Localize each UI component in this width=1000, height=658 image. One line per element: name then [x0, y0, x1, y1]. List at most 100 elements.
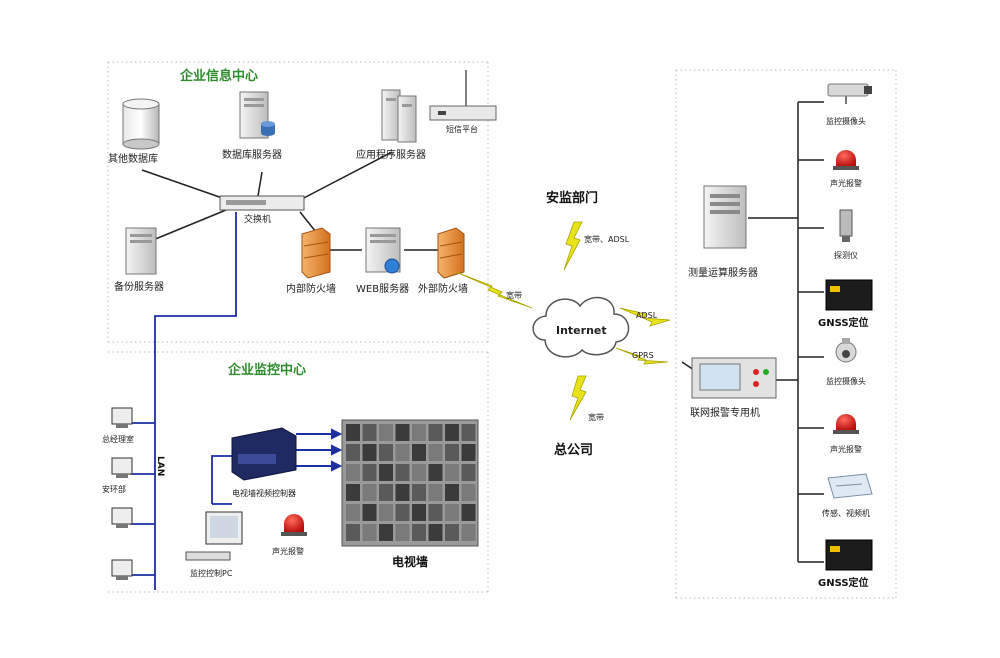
tv-screen [395, 524, 410, 541]
tv-screen [461, 424, 476, 441]
switch-icon [219, 195, 305, 211]
tv-screen [362, 504, 377, 521]
sms-platform-icon [429, 70, 497, 121]
tv-screen [412, 524, 426, 541]
tv-screen [362, 444, 377, 461]
tv-screen [428, 504, 443, 521]
tv-screen [412, 504, 426, 521]
app-server-label: 应用程序服务器 [356, 148, 426, 161]
client-2-label: 安环部 [102, 484, 126, 494]
tv-screen [445, 444, 459, 461]
monitor-center-title: 企业监控中心 [227, 362, 306, 378]
monitor-pc-icon [185, 511, 243, 561]
tv-screen [346, 464, 360, 481]
tv-screen [428, 484, 443, 501]
field-device-label: GNSS定位 [818, 316, 869, 329]
field-device-label: 监控摄像头 [826, 116, 866, 126]
client-1-label: 总经理室 [102, 434, 134, 444]
dome-camera-icon [835, 338, 857, 363]
alarm-pc-icon [691, 357, 777, 399]
tv-screen [395, 424, 410, 441]
lan-bus [130, 212, 237, 590]
database-cylinder-icon [122, 98, 160, 150]
client-pc-icon [111, 507, 133, 528]
tv-screen [428, 524, 443, 541]
tv-screen [362, 424, 377, 441]
siren-icon [281, 514, 307, 536]
tv-screen [379, 504, 393, 521]
internet-label: Internet [556, 324, 607, 337]
client-pc-icon [111, 407, 133, 428]
tv-screen [395, 464, 410, 481]
tv-screen [412, 464, 426, 481]
lightning-links [455, 221, 671, 421]
db-server-label: 数据库服务器 [222, 148, 282, 161]
field-device-label: 探测仪 [834, 250, 858, 260]
detector-icon [839, 209, 853, 242]
tv-screen [428, 464, 443, 481]
tv-screen [395, 444, 410, 461]
tv-screen [445, 504, 459, 521]
link-adsl: ADSL [636, 311, 658, 320]
tv-screen [445, 464, 459, 481]
tv-screen [445, 424, 459, 441]
app-server-icon [381, 89, 417, 143]
safety-dept-label: 安监部门 [546, 190, 598, 206]
link-broadband-1: 宽带 [506, 290, 522, 300]
tv-screen [362, 464, 377, 481]
tv-screen [379, 524, 393, 541]
tv-wall-label: 电视墙 [392, 554, 428, 569]
tv-screen [346, 424, 360, 441]
tv-screen [428, 444, 443, 461]
monitor-pc-label: 监控控制PC [190, 568, 233, 578]
tv-screen [461, 504, 476, 521]
tv-wall-icon [341, 419, 479, 547]
link-broadband-adsl: 宽带、ADSL [584, 234, 630, 244]
cctv-camera-icon [827, 83, 872, 104]
tv-screen [412, 484, 426, 501]
field-device-label: 传感、视频机 [822, 508, 870, 518]
tv-controller-icon [231, 427, 297, 481]
tv-screen [395, 484, 410, 501]
tv-screen [346, 444, 360, 461]
tv-screen [362, 484, 377, 501]
tv-screen [379, 444, 393, 461]
other-db-label: 其他数据库 [108, 152, 158, 165]
region-borders [107, 61, 897, 599]
tv-screen [461, 444, 476, 461]
sound-light-alarm-label: 声光报警 [272, 546, 304, 556]
tv-screen [461, 484, 476, 501]
field-device-label: GNSS定位 [818, 576, 869, 589]
backup-server-label: 备份服务器 [114, 280, 164, 293]
client-pc-icon [111, 559, 133, 580]
outer-firewall-icon [437, 227, 465, 279]
lan-label: LAN [155, 456, 165, 476]
sensor-icon [827, 473, 873, 499]
tv-screen [412, 444, 426, 461]
tv-screen [346, 524, 360, 541]
info-center-title: 企业信息中心 [179, 68, 258, 84]
tv-screen [412, 424, 426, 441]
client-pc-icon [111, 457, 133, 478]
web-server-label: WEB服务器 [356, 282, 409, 295]
measure-server-icon [703, 185, 747, 249]
outer-firewall-label: 外部防火墙 [418, 282, 468, 295]
sms-platform-label: 短信平台 [446, 124, 478, 134]
tv-screen [379, 424, 393, 441]
head-office-label: 总公司 [554, 442, 593, 458]
tv-screen [362, 524, 377, 541]
tv-screen [346, 504, 360, 521]
siren-icon [833, 150, 859, 170]
inner-firewall-label: 内部防火墙 [286, 282, 336, 295]
tv-controller-label: 电视墙视频控制器 [232, 488, 296, 498]
field-device-label: 声光报警 [830, 178, 862, 188]
switch-label: 交换机 [244, 213, 271, 225]
link-broadband-2: 宽带 [588, 412, 604, 422]
tv-screen [395, 504, 410, 521]
siren-icon [833, 414, 859, 434]
gnss-receiver-icon [825, 539, 873, 571]
db-server-icon [239, 91, 275, 139]
internet-cloud-icon [532, 296, 630, 358]
field-device-label: 声光报警 [830, 444, 862, 454]
